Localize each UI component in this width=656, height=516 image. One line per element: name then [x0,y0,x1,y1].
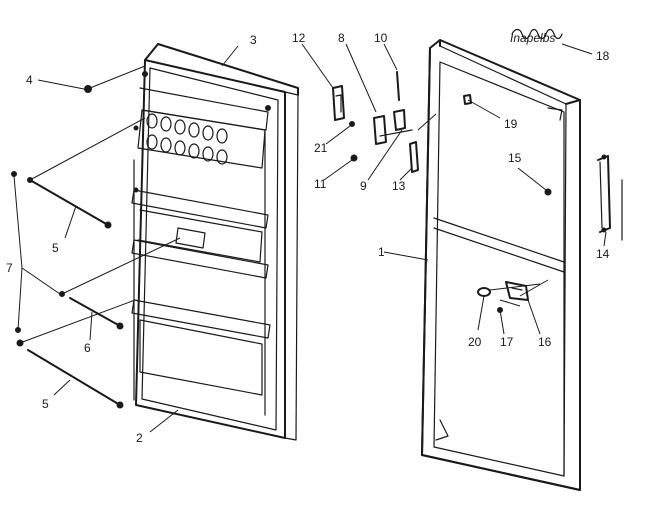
label-13: 13 [392,179,406,193]
label-3: 3 [250,33,257,47]
part-8-bracket [373,115,387,145]
label-14: 14 [596,247,610,261]
label-18: 18 [596,49,610,63]
handwritten-note: Inapelbs [510,31,555,45]
label-1: 1 [378,245,385,259]
part-labels: 3 4 5 7 6 5 2 12 8 10 21 11 9 13 18 19 1… [6,31,610,445]
part-13-bracket [409,141,419,173]
rod-5-upper [27,177,112,229]
bushing-20 [477,287,491,297]
egg-holes-row-2 [146,134,228,165]
door-frame [421,39,581,491]
label-12: 12 [292,31,306,45]
label-19: 19 [504,117,518,131]
label-21: 21 [314,141,328,155]
part-19-clip [463,94,472,105]
part-12-bracket [332,85,345,121]
leaders-middle [301,43,437,181]
label-9: 9 [360,179,367,193]
part-10-pin [396,71,400,101]
door-liner [131,43,299,441]
leaders-left [13,45,239,433]
label-5-lower: 5 [42,397,49,411]
label-2: 2 [136,431,143,445]
label-5-upper: 5 [52,241,59,255]
screw-4 [84,85,92,93]
label-20: 20 [468,335,482,349]
part-18-spring [511,28,563,40]
label-6: 6 [84,341,91,355]
label-15: 15 [508,151,522,165]
egg-holes-row-1 [146,113,228,144]
handle-14 [597,154,611,233]
label-7: 7 [6,261,13,275]
label-4: 4 [26,73,33,87]
part-9-hinge [379,109,413,137]
label-16: 16 [538,335,552,349]
label-8: 8 [338,31,345,45]
label-10: 10 [374,31,388,45]
rod-5-lower [16,339,124,409]
hinge-16 [505,281,529,301]
label-11: 11 [314,177,327,191]
leaders-right [383,43,607,335]
label-17: 17 [500,335,514,349]
